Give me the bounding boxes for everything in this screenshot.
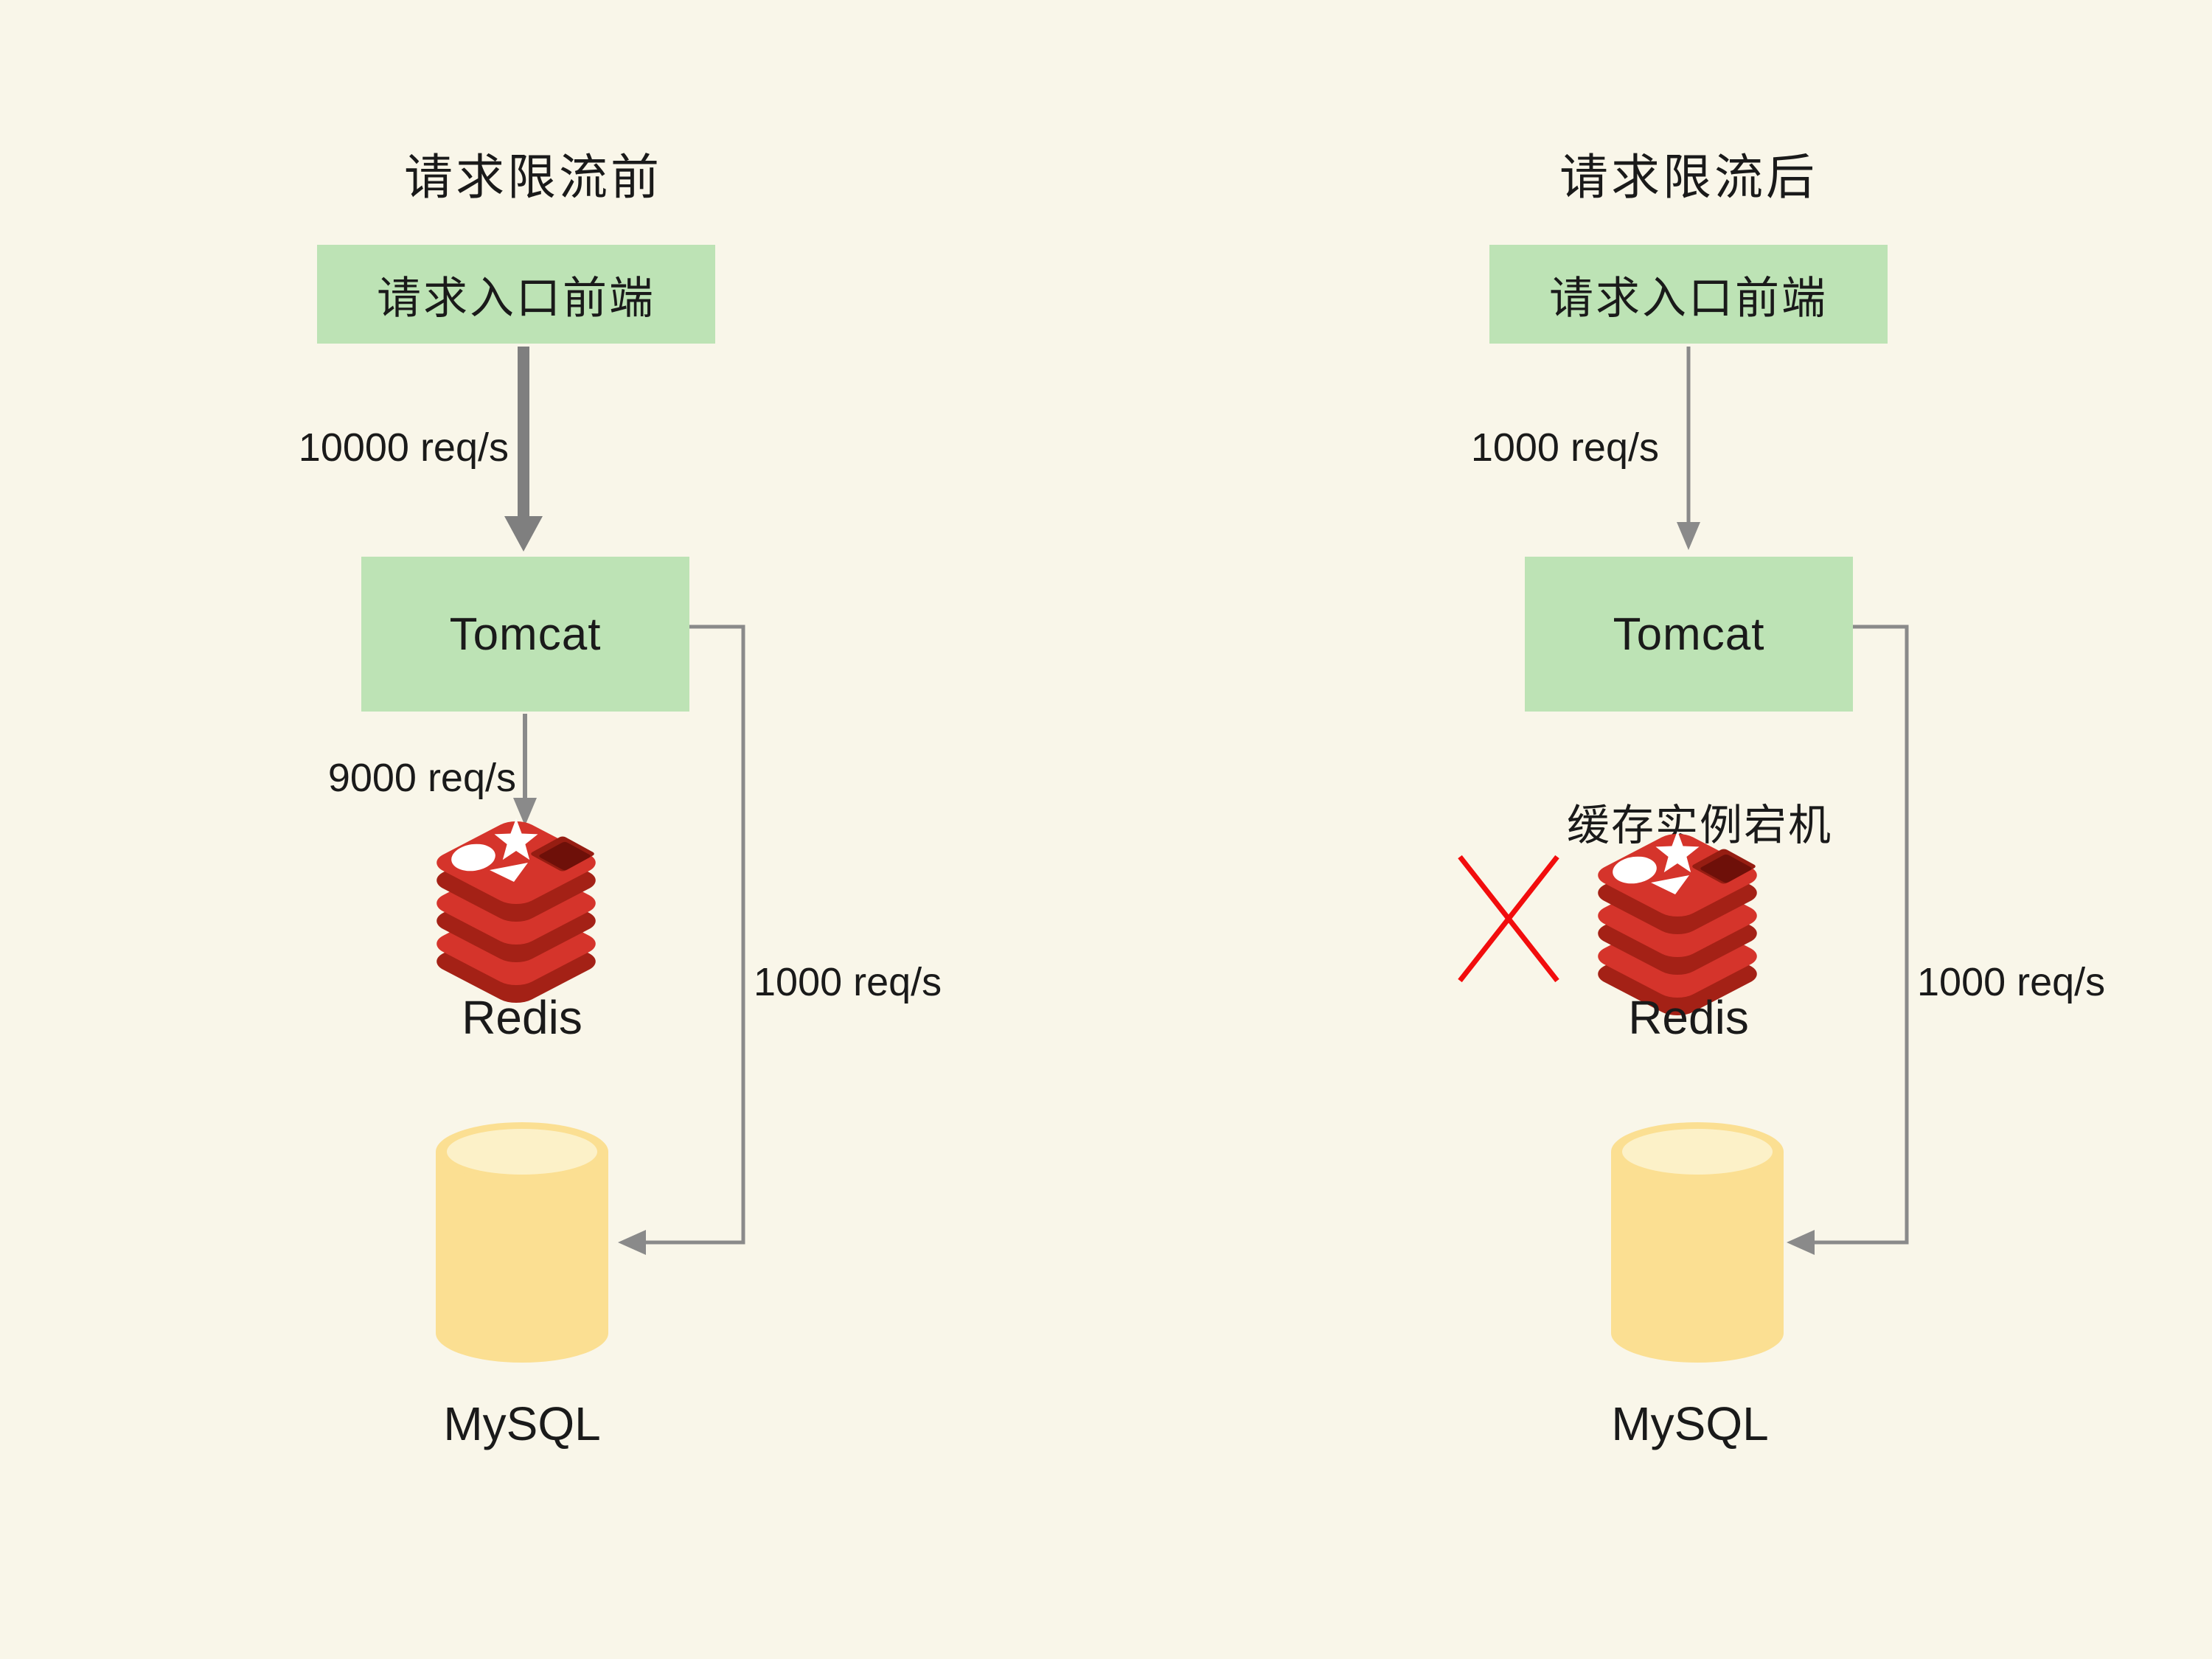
right-tomcat-to-mysql-connector: [1787, 625, 1909, 1255]
left-redis-stack-icon: [427, 817, 605, 1008]
red-x-icon: [1458, 855, 1559, 983]
left-inflow-rate-label: 10000 req/s: [298, 425, 509, 470]
left-tomcat-to-redis-arrow: [513, 714, 537, 826]
left-tomcat-to-mysql-connector: [618, 625, 745, 1255]
right-frontend-box: 请求入口前端: [1489, 245, 1888, 344]
right-frontend-to-tomcat-arrow: [1677, 347, 1700, 550]
left-tomcat-box: Tomcat: [361, 557, 689, 712]
left-tomcat-box-label: Tomcat: [449, 608, 602, 660]
right-mysql-label: MySQL: [1611, 1397, 1769, 1450]
right-db-rate-label: 1000 req/s: [1917, 960, 2106, 1004]
left-redis-label: Redis: [462, 991, 582, 1044]
left-cache-rate-label: 9000 req/s: [327, 756, 516, 800]
right-frontend-box-label: 请求入口前端: [1549, 273, 1828, 323]
right-redis-label: Redis: [1628, 991, 1749, 1044]
right-inflow-rate-label: 1000 req/s: [1470, 425, 1659, 470]
left-title: 请求限流前: [404, 150, 662, 204]
right-tomcat-box: Tomcat: [1525, 557, 1853, 712]
left-frontend-box-label: 请求入口前端: [377, 273, 655, 323]
left-mysql-label: MySQL: [443, 1397, 601, 1450]
left-db-rate-label: 1000 req/s: [754, 960, 942, 1004]
left-frontend-box: 请求入口前端: [317, 245, 715, 344]
right-database-cylinder-icon: [1611, 1122, 1784, 1363]
left-frontend-to-tomcat-arrow: [504, 347, 543, 552]
left-database-cylinder-icon: [436, 1122, 608, 1363]
right-tomcat-box-label: Tomcat: [1613, 608, 1765, 660]
right-title: 请求限流后: [1559, 150, 1818, 204]
